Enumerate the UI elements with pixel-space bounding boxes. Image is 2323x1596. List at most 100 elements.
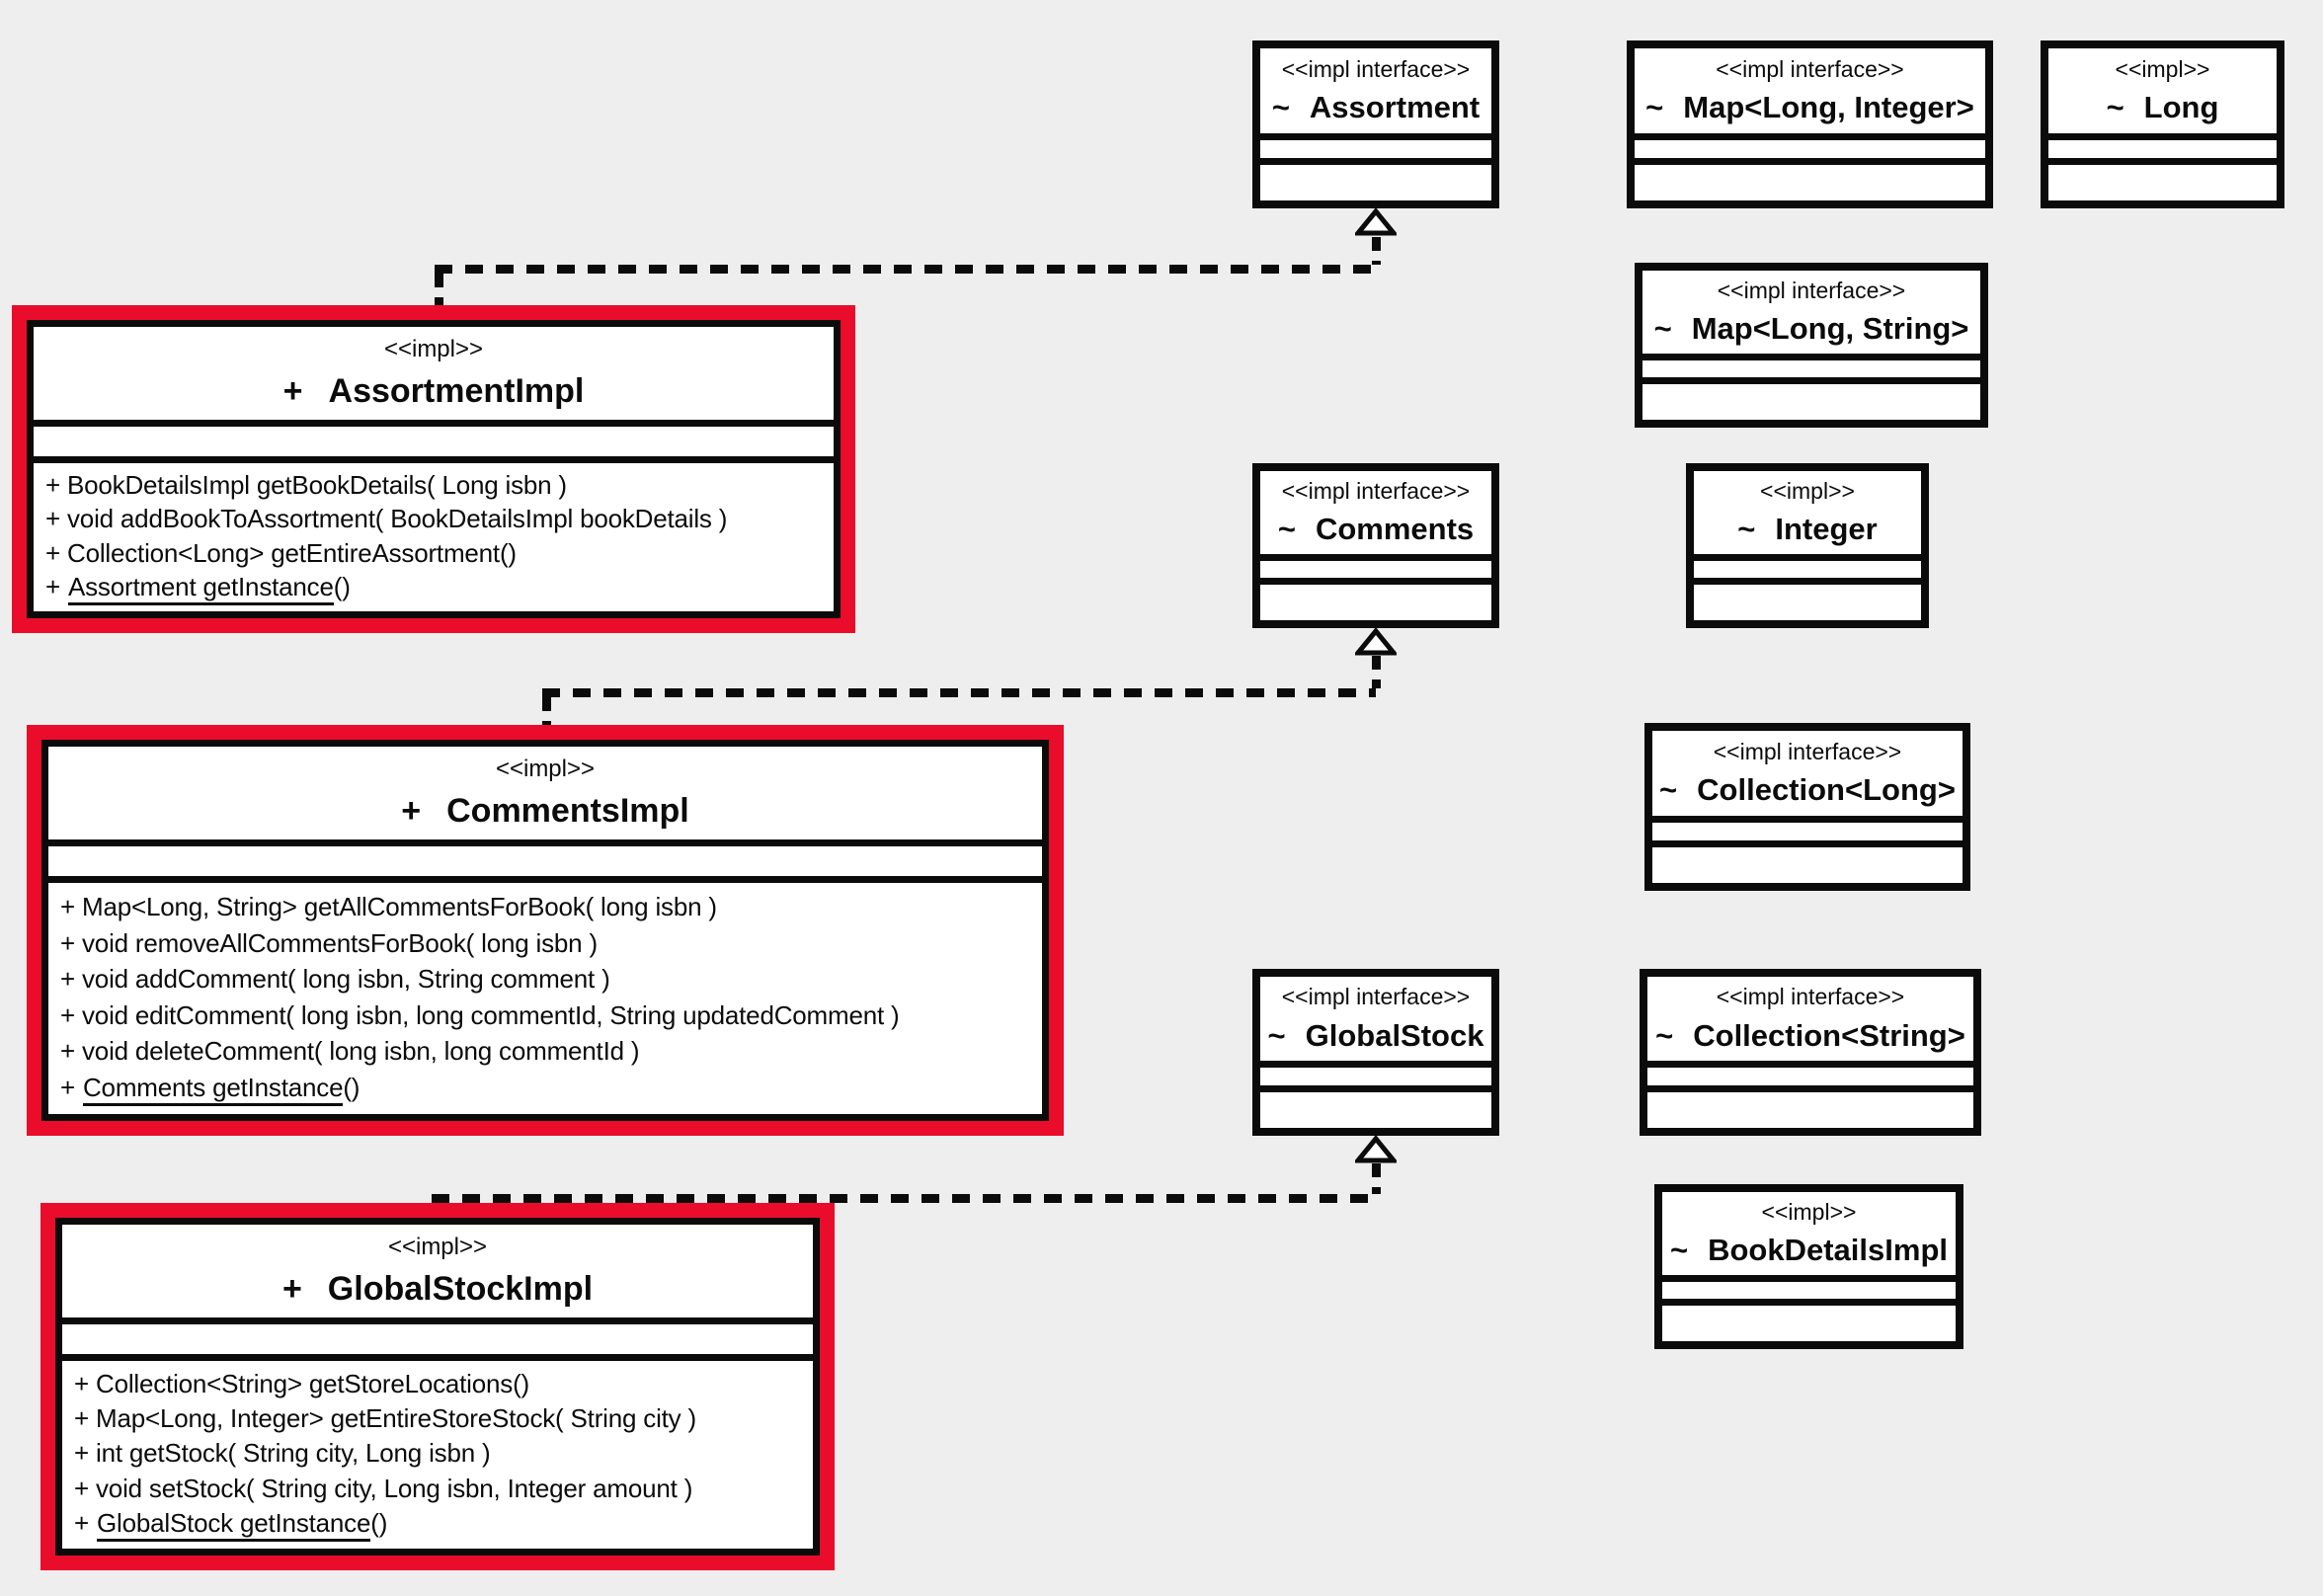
operations-compartment xyxy=(1260,157,1491,200)
static-method-name: GlobalStock getInstance xyxy=(96,1507,370,1542)
class-name: GlobalStock xyxy=(1305,1017,1484,1053)
operations-compartment: + Collection<String> getStoreLocations()… xyxy=(62,1354,813,1549)
visibility-label: + xyxy=(45,571,60,601)
class-name: GlobalStockImpl xyxy=(327,1270,594,1308)
attributes-compartment xyxy=(34,420,834,456)
class-box-assortment[interactable]: <<impl interface>> ~ Assortment xyxy=(1252,40,1499,208)
static-method-row: +Assortment getInstance() xyxy=(45,571,828,605)
method-row: + int getStock( String city, Long isbn ) xyxy=(74,1438,491,1469)
visibility-label: ~ xyxy=(1670,1232,1689,1267)
visibility-label: + xyxy=(74,1507,89,1538)
class-box-map-long-string[interactable]: <<impl interface>> ~ Map<Long, String> xyxy=(1635,263,1988,428)
attributes-compartment xyxy=(1260,553,1491,578)
operations-compartment xyxy=(1647,1084,1973,1128)
class-box-globalstockimpl[interactable]: <<impl>> + GlobalStockImpl + Collection<… xyxy=(40,1203,835,1570)
realization-line-comments xyxy=(542,697,551,725)
title-compartment: <<impl interface>> ~ Comments xyxy=(1260,471,1491,554)
attributes-compartment xyxy=(1642,353,1980,377)
method-row: + Collection<String> getStoreLocations() xyxy=(74,1369,529,1399)
realization-triangle-icon xyxy=(1355,1136,1397,1163)
visibility-label: + xyxy=(281,1270,302,1308)
method-row: + void removeAllCommentsForBook( long is… xyxy=(60,927,598,958)
class-name: Comments xyxy=(1315,511,1475,546)
title-compartment: <<impl interface>> ~ Assortment xyxy=(1260,48,1491,133)
class-name: CommentsImpl xyxy=(446,792,689,830)
title-compartment: <<impl interface>> ~ Map<Long, String> xyxy=(1642,271,1980,354)
visibility-label: + xyxy=(60,1072,75,1102)
class-box-collection-string[interactable]: <<impl interface>> ~ Collection<String> xyxy=(1640,969,1981,1136)
realization-triangle-icon xyxy=(1355,628,1397,656)
operations-compartment xyxy=(1260,578,1491,620)
title-compartment: <<impl interface>> ~ Map<Long, Integer> xyxy=(1635,48,1985,133)
method-row: + void setStock( String city, Long isbn,… xyxy=(74,1473,693,1503)
realization-line-assortment xyxy=(1372,237,1381,265)
static-method-name: Assortment getInstance xyxy=(67,571,334,605)
method-row: + Collection<Long> getEntireAssortment() xyxy=(45,537,517,568)
class-box-collection-long[interactable]: <<impl interface>> ~ Collection<Long> xyxy=(1644,723,1970,891)
class-box-assortmentimpl[interactable]: <<impl>> + AssortmentImpl + BookDetailsI… xyxy=(12,305,855,633)
class-name: Collection<Long> xyxy=(1697,772,1956,808)
stereotype-label: <<impl interface>> xyxy=(1281,984,1471,1010)
visibility-label: ~ xyxy=(1267,1017,1286,1053)
visibility-label: ~ xyxy=(2106,90,2124,125)
class-name: Map<Long, String> xyxy=(1691,310,1969,346)
stereotype-label: <<impl>> xyxy=(383,336,484,362)
operations-compartment xyxy=(1260,1084,1491,1128)
class-name: BookDetailsImpl xyxy=(1708,1232,1948,1267)
visibility-label: ~ xyxy=(1737,511,1756,546)
attributes-compartment xyxy=(62,1317,813,1354)
attributes-compartment xyxy=(2048,132,2277,158)
realization-line-comments xyxy=(1372,656,1381,688)
stereotype-label: <<impl>> xyxy=(387,1234,488,1260)
method-row: + void addComment( long isbn, String com… xyxy=(60,964,610,995)
operations-compartment xyxy=(2048,157,2277,200)
title-compartment: <<impl>> ~ Integer xyxy=(1694,471,1921,554)
attributes-compartment xyxy=(1260,1061,1491,1085)
stereotype-label: <<impl interface>> xyxy=(1281,55,1471,82)
class-box-long[interactable]: <<impl>> ~ Long xyxy=(2041,40,2284,208)
title-compartment: <<impl>> ~ Long xyxy=(2048,48,2277,133)
class-name: AssortmentImpl xyxy=(328,372,585,410)
attributes-compartment xyxy=(48,839,1042,876)
title-compartment: <<impl interface>> ~ Collection<Long> xyxy=(1652,731,1963,816)
operations-compartment xyxy=(1652,839,1963,883)
attributes-compartment xyxy=(1694,553,1921,578)
realization-line-globalstock xyxy=(1372,1163,1381,1194)
class-name: Collection<String> xyxy=(1693,1017,1965,1053)
class-box-integer[interactable]: <<impl>> ~ Integer xyxy=(1686,463,1929,628)
realization-line-assortment xyxy=(435,274,443,305)
stereotype-label: <<impl>> xyxy=(2115,55,2210,82)
stereotype-label: <<impl interface>> xyxy=(1716,55,1904,82)
title-compartment: <<impl>> + CommentsImpl xyxy=(48,747,1042,839)
stereotype-label: <<impl interface>> xyxy=(1716,984,1905,1010)
visibility-label: + xyxy=(282,372,303,410)
method-row: + void addBookToAssortment( BookDetailsI… xyxy=(45,504,728,534)
stereotype-label: <<impl>> xyxy=(495,756,596,782)
class-name: Map<Long, Integer> xyxy=(1683,90,1974,125)
operations-compartment xyxy=(1642,377,1980,420)
class-box-map-long-integer[interactable]: <<impl interface>> ~ Map<Long, Integer> xyxy=(1627,40,1993,208)
class-box-commentsimpl[interactable]: <<impl>> + CommentsImpl + Map<Long, Stri… xyxy=(27,725,1064,1136)
class-box-bookdetailsimpl[interactable]: <<impl>> ~ BookDetailsImpl xyxy=(1654,1184,1963,1349)
method-parens: () xyxy=(343,1072,360,1102)
title-compartment: <<impl>> + GlobalStockImpl xyxy=(62,1225,813,1317)
class-box-globalstock[interactable]: <<impl interface>> ~ GlobalStock xyxy=(1252,969,1499,1136)
static-method-row: +Comments getInstance() xyxy=(60,1072,1036,1106)
realization-line-assortment xyxy=(435,265,1376,274)
stereotype-label: <<impl interface>> xyxy=(1281,477,1471,504)
title-compartment: <<impl interface>> ~ GlobalStock xyxy=(1260,977,1491,1061)
attributes-compartment xyxy=(1647,1061,1973,1085)
class-box-comments[interactable]: <<impl interface>> ~ Comments xyxy=(1252,463,1499,628)
title-compartment: <<impl interface>> ~ Collection<String> xyxy=(1647,977,1973,1061)
visibility-label: ~ xyxy=(1271,90,1290,125)
attributes-compartment xyxy=(1260,132,1491,158)
static-method-name: Comments getInstance xyxy=(82,1072,344,1106)
method-row: + BookDetailsImpl getBookDetails( Long i… xyxy=(45,470,567,501)
visibility-label: ~ xyxy=(1645,90,1664,125)
method-row: + Map<Long, String> getAllCommentsForBoo… xyxy=(60,892,717,922)
stereotype-label: <<impl interface>> xyxy=(1717,277,1906,303)
stereotype-label: <<impl>> xyxy=(1760,477,1855,504)
visibility-label: ~ xyxy=(1655,1017,1674,1053)
operations-compartment: + BookDetailsImpl getBookDetails( Long i… xyxy=(34,456,834,611)
class-name: Integer xyxy=(1775,511,1878,546)
